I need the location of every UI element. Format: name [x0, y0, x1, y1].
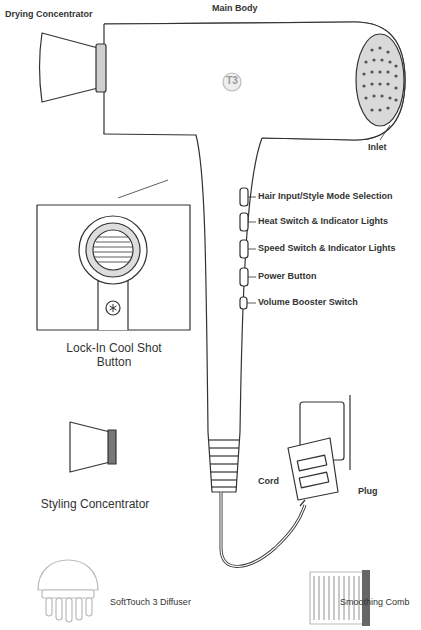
inset-nozzle-inner — [93, 230, 133, 270]
part-label: Inlet — [368, 142, 387, 153]
part-label: Plug — [358, 486, 378, 497]
accessory-label: Smoothing Comb — [340, 597, 410, 608]
inlet-grille — [356, 34, 404, 126]
part-label: Heat Switch & Indicator Lights — [258, 216, 388, 227]
styling-concentrator-ring — [108, 430, 116, 464]
concentrator-ring — [96, 44, 106, 92]
handle-edge — [196, 135, 208, 432]
inset-grille — [94, 237, 132, 262]
main-body-edge — [104, 134, 196, 135]
logo-badge — [223, 73, 241, 91]
plug-body — [288, 438, 338, 500]
brand-logo: T3 — [224, 75, 240, 87]
diffuser — [38, 560, 98, 622]
styling-concentrator — [70, 422, 110, 472]
plug-neck — [300, 500, 305, 506]
handle-buttons — [240, 188, 248, 309]
part-label: Volume Booster Switch — [258, 297, 358, 308]
main-body-edge — [104, 22, 405, 140]
accessory-label: Styling Concentrator — [40, 497, 150, 511]
part-label: Drying Concentrator — [5, 9, 93, 20]
inset-caption: Lock-In Cool Shot Button — [58, 341, 170, 370]
cool-shot-button — [106, 301, 120, 315]
cord-inner — [221, 492, 305, 566]
main-body-fill — [104, 22, 405, 140]
inset-nozzle-outer — [79, 216, 147, 284]
part-label: Main Body — [212, 3, 258, 14]
part-label: Speed Switch & Indicator Lights — [258, 243, 396, 254]
part-label: Hair Input/Style Mode Selection — [258, 191, 393, 202]
part-label: Power Button — [258, 271, 317, 282]
drying-concentrator — [40, 33, 99, 102]
cool-shot-symbol — [110, 304, 117, 312]
handle-edge — [240, 138, 262, 432]
plug-detail — [299, 472, 328, 488]
plug-detail — [297, 455, 326, 471]
accessory-label: SoftTouch 3 Diffuser — [110, 597, 191, 608]
wall-edge — [349, 395, 350, 470]
part-label: Cord — [258, 476, 279, 487]
main-body-outline — [104, 22, 405, 140]
inlet-holes — [362, 46, 397, 111]
handle-fill — [196, 128, 260, 432]
cord-strain-relief — [208, 432, 240, 492]
cord — [221, 492, 305, 566]
inset-frame — [37, 205, 190, 330]
inset-nozzle-ring — [86, 223, 140, 277]
